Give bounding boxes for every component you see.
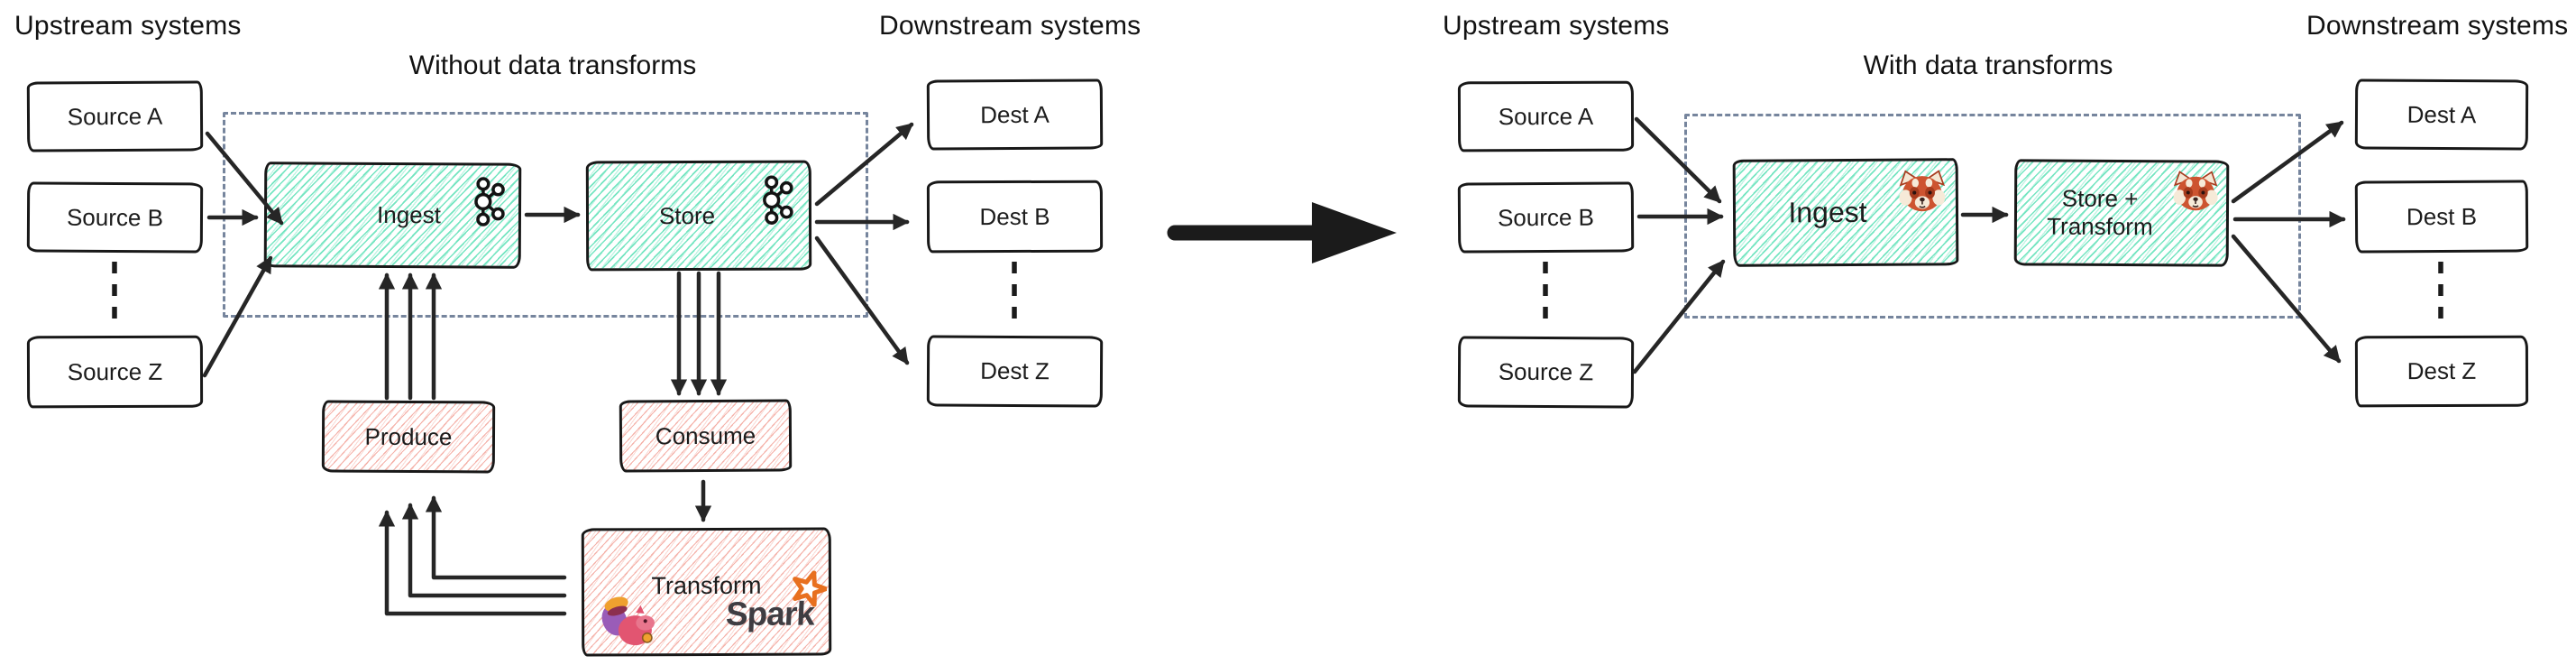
right-source-a-label: Source A: [1498, 102, 1594, 130]
upstream-systems-label-right: Upstream systems: [1443, 11, 1670, 41]
left-dest-a-label: Dest A: [980, 100, 1050, 128]
right-dest-b-box: Dest B: [2354, 180, 2529, 254]
left-source-z-label: Source Z: [67, 357, 163, 385]
left-dest-z-label: Dest Z: [980, 356, 1050, 385]
produce-label: Produce: [364, 422, 453, 450]
right-source-a-box: Source A: [1457, 80, 1635, 152]
left-source-z-box: Source Z: [26, 335, 204, 409]
spark-star-icon: [793, 570, 828, 607]
left-source-a-label: Source A: [67, 102, 163, 130]
right-dest-a-label: Dest A: [2406, 100, 2477, 128]
left-diagram-title: Without data transforms: [408, 51, 697, 80]
downstream-systems-label-right: Downstream systems: [2306, 11, 2569, 41]
kafka-icon: [763, 175, 793, 225]
right-source-b-label: Source B: [1497, 203, 1595, 231]
consume-label: Consume: [655, 421, 756, 449]
right-source-b-box: Source B: [1457, 181, 1635, 254]
flink-squirrel-icon: [601, 596, 655, 646]
left-source-b-box: Source B: [26, 181, 204, 254]
left-source-a-box: Source A: [26, 80, 204, 152]
right-dest-b-label: Dest B: [2406, 202, 2478, 230]
left-ingest-box: Ingest: [263, 162, 522, 269]
store-transform-line2: Transform: [2047, 212, 2153, 241]
right-source-z-label: Source Z: [1498, 357, 1594, 386]
right-dest-z-box: Dest Z: [2354, 335, 2529, 408]
left-dest-b-box: Dest B: [926, 180, 1104, 254]
big-transition-arrow: [1167, 202, 1397, 263]
right-diagram-title: With data transforms: [1863, 51, 2113, 80]
right-store-transform-label: Store + Transform: [2047, 185, 2153, 241]
right-dest-a-box: Dest A: [2354, 79, 2529, 151]
consume-box: Consume: [619, 399, 793, 473]
right-store-transform-box: Store + Transform: [2013, 159, 2230, 267]
upstream-systems-label-left: Upstream systems: [14, 11, 242, 41]
downstream-systems-label-left: Downstream systems: [879, 11, 1141, 41]
left-dest-a-box: Dest A: [926, 79, 1104, 151]
right-ingest-label: Ingest: [1788, 195, 1867, 229]
right-source-z-box: Source Z: [1457, 336, 1635, 409]
spark-logo: Spark: [725, 570, 828, 633]
left-dest-b-label: Dest B: [979, 202, 1050, 230]
left-store-box: Store: [585, 160, 812, 272]
kafka-icon: [474, 177, 505, 226]
right-dest-z-label: Dest Z: [2406, 356, 2477, 385]
left-source-b-label: Source B: [66, 203, 164, 231]
transform-box: Transform Spark: [581, 527, 832, 657]
left-ingest-label: Ingest: [377, 200, 441, 229]
left-dest-z-box: Dest Z: [926, 335, 1104, 408]
produce-box: Produce: [321, 400, 496, 474]
left-store-label: Store: [658, 201, 716, 229]
redpanda-icon: [2173, 171, 2218, 211]
redpanda-icon: [1899, 170, 1946, 212]
store-transform-line1: Store +: [2061, 184, 2139, 213]
right-ingest-box: Ingest: [1732, 158, 1959, 267]
